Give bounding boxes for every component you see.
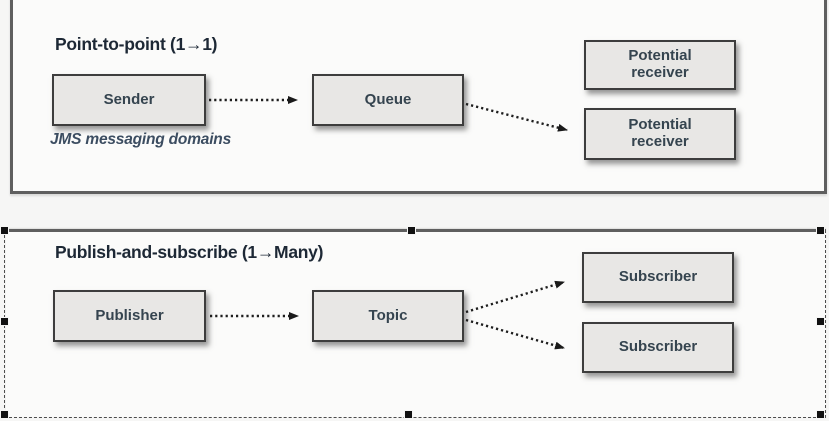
- selection-handle-top-right[interactable]: [817, 227, 824, 234]
- selection-handle-bottom-right[interactable]: [817, 411, 824, 418]
- selection-handle-top-center[interactable]: [408, 227, 415, 234]
- publisher-node: Publisher: [53, 290, 206, 342]
- potential-receiver-label-top: Potential receiver: [628, 47, 692, 81]
- potential-receiver-node-top: Potential receiver: [584, 40, 736, 90]
- point-to-point-title: Point-to-point (1→1): [55, 34, 218, 54]
- potential-receiver-label-bottom: Potential receiver: [628, 116, 692, 150]
- queue-node: Queue: [312, 74, 464, 126]
- subscriber-label-top: Subscriber: [618, 268, 698, 286]
- subscriber-node-bottom: Subscriber: [582, 322, 734, 373]
- subscriber-label-bottom: Subscriber: [618, 338, 698, 356]
- selection-handle-middle-right[interactable]: [817, 318, 824, 325]
- publish-subscribe-panel[interactable]: Publish-and-subscribe (1→Many) Publisher…: [6, 229, 826, 417]
- selection-handle-bottom-center[interactable]: [405, 411, 412, 418]
- sender-label: Sender: [103, 90, 155, 108]
- subscriber-node-top: Subscriber: [582, 252, 734, 303]
- queue-label: Queue: [364, 90, 412, 108]
- publisher-label: Publisher: [95, 306, 164, 324]
- sender-node: Sender: [52, 74, 206, 126]
- selection-handle-middle-left[interactable]: [1, 318, 8, 325]
- selection-handle-top-left[interactable]: [1, 227, 8, 234]
- topic-node: Topic: [312, 290, 464, 342]
- topic-label: Topic: [368, 306, 408, 324]
- selection-handle-bottom-left[interactable]: [1, 411, 8, 418]
- publish-subscribe-title: Publish-and-subscribe (1→Many): [55, 242, 324, 262]
- potential-receiver-node-bottom: Potential receiver: [584, 108, 736, 160]
- figure-caption: JMS messaging domains: [50, 131, 231, 148]
- point-to-point-panel[interactable]: Point-to-point (1→1) Sender Queue Potent…: [10, 0, 827, 194]
